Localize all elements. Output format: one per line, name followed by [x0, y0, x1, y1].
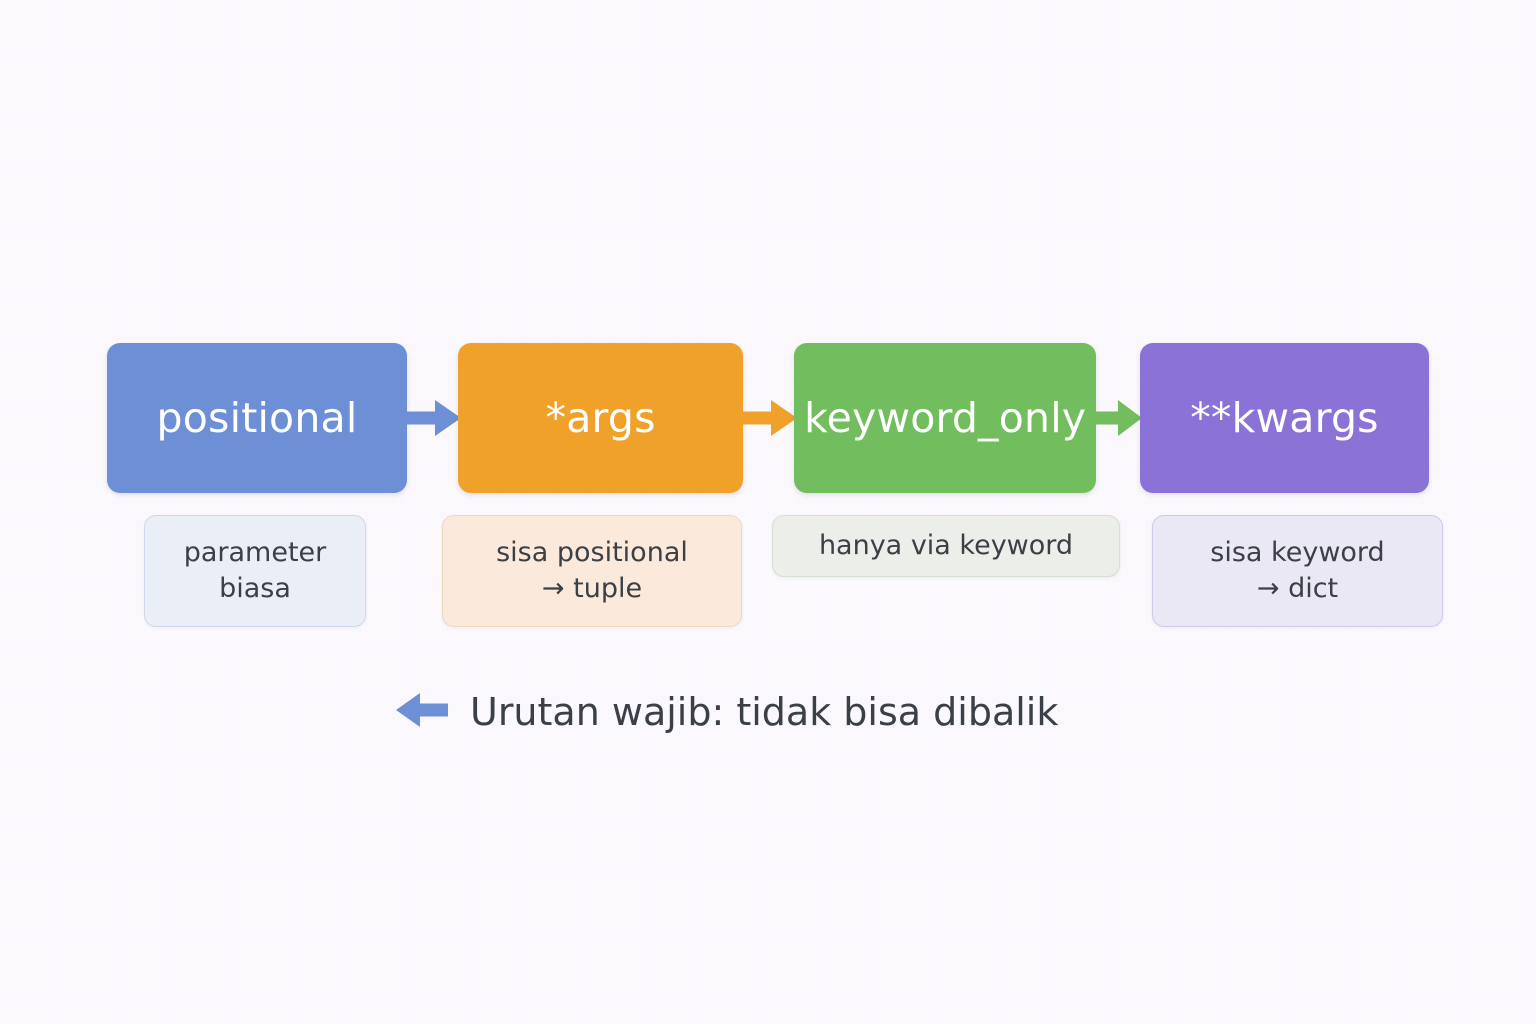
arrow-args-to-keyword-only [740, 343, 797, 493]
caption-kwargs: sisa keyword → dict [1152, 515, 1443, 627]
node-keyword-only[interactable]: keyword_only [794, 343, 1097, 493]
caption-positional-line2: biasa [219, 573, 291, 604]
caption-row: parameter biasa sisa positional → tuple … [107, 515, 1443, 635]
caption-args: sisa positional → tuple [442, 515, 742, 627]
node-positional-label: positional [156, 394, 358, 442]
caption-keyword-only: hanya via keyword [772, 515, 1120, 577]
order-note-text: Urutan wajib: tidak bisa dibalik [470, 690, 1059, 734]
node-keyword-only-label: keyword_only [804, 394, 1087, 442]
arrow-right-icon [1094, 396, 1143, 440]
node-args[interactable]: *args [458, 343, 744, 493]
arrow-left-icon [396, 690, 448, 734]
node-args-label: *args [545, 394, 656, 442]
order-note: Urutan wajib: tidak bisa dibalik [396, 684, 1058, 740]
arrow-right-icon [740, 396, 797, 440]
arrow-positional-to-args [404, 343, 461, 493]
arrow-keyword-only-to-kwargs [1094, 343, 1143, 493]
caption-kwargs-line1: sisa keyword [1210, 537, 1385, 569]
caption-keyword-only-line1: hanya via keyword [818, 530, 1074, 562]
caption-positional: parameter biasa [144, 515, 366, 627]
caption-args-line1: sisa positional [496, 537, 688, 569]
caption-kwargs-line2: → dict [1256, 573, 1339, 604]
parameter-order-flow: positional *args keyword_only [107, 343, 1429, 493]
caption-positional-line1: parameter [183, 537, 327, 569]
node-kwargs-label: **kwargs [1190, 394, 1379, 442]
node-positional[interactable]: positional [107, 343, 407, 493]
node-kwargs[interactable]: **kwargs [1139, 343, 1429, 493]
caption-args-line2: → tuple [541, 573, 643, 604]
arrow-right-icon [404, 396, 461, 440]
